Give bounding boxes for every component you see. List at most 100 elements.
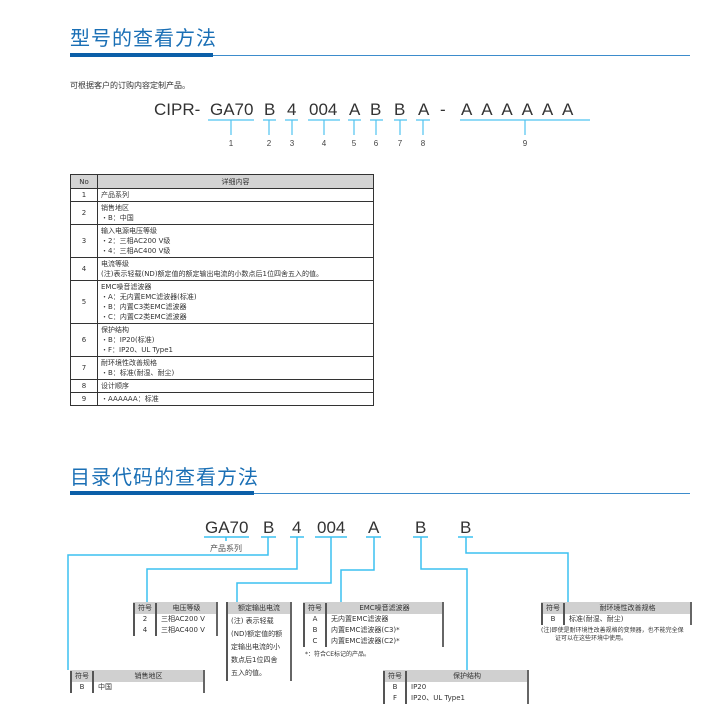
detail-line: ・B：IP20(标准)	[101, 336, 155, 344]
row-number: 7	[70, 356, 98, 380]
code-number: 3	[289, 139, 295, 148]
emc-title: EMC噪音滤波器	[359, 603, 410, 612]
code-number: 2	[266, 139, 272, 148]
row-number: 3	[70, 224, 98, 258]
section1-subtitle: 可根据客户的订购内容定制产品。	[70, 81, 190, 90]
symbol-header: 符号	[383, 670, 407, 682]
current-line: 数点后1位四舍	[231, 656, 278, 664]
current-line: (ND)额定值的额	[231, 630, 283, 638]
symbol: B	[303, 625, 327, 636]
current-line: (注) 表示轻载	[231, 617, 274, 625]
catalog-seg-5: A	[368, 518, 380, 537]
description: 内置EMC滤波器(C3)*	[331, 626, 400, 634]
detail-line: ・B：内置C3类EMC滤波器	[101, 303, 187, 311]
col-header-no: No	[70, 174, 98, 189]
detail-line: ・4：三相AC400 V级	[101, 247, 171, 255]
detail-line: EMC噪音滤波器	[101, 283, 152, 291]
detail-line: 设计顺序	[101, 382, 129, 390]
detail-line: ・2：三相AC200 V级	[101, 237, 171, 245]
code-seg-3: 4	[287, 100, 297, 119]
col-header-detail: 详细内容	[97, 174, 374, 189]
description: 标准(耐湿、耐尘)	[569, 615, 624, 623]
detail-line: ・C：内置C2类EMC滤波器	[101, 313, 187, 321]
row-detail: 输入电源电压等级・2：三相AC200 V级・4：三相AC400 V级	[97, 224, 374, 258]
row-number: 2	[70, 201, 98, 225]
code-dash: -	[440, 100, 446, 119]
emc-row: A 无内置EMC滤波器	[303, 614, 442, 625]
voltage-header: 符号 电压等级	[133, 602, 216, 614]
row-number: 1	[70, 188, 98, 202]
row-detail: EMC噪音滤波器・A：无内置EMC滤波器(标准)・B：内置C3类EMC滤波器・C…	[97, 280, 374, 324]
code-seg-6: B	[370, 100, 382, 119]
description: IP20	[411, 683, 427, 691]
catalog-seg-7: B	[460, 518, 472, 537]
code-number: 9	[522, 139, 528, 148]
code-seg-5: A	[349, 100, 361, 119]
emc-note: *：符合CE标记的产品。	[305, 651, 370, 658]
detail-line: 保护结构	[101, 326, 129, 334]
code-number: 4	[321, 139, 327, 148]
description: 中国	[98, 683, 112, 691]
symbol: C	[303, 636, 327, 647]
code-number: 6	[373, 139, 379, 148]
row-detail: 产品系列	[97, 188, 374, 202]
current-line: 定输出电流的小	[231, 643, 280, 651]
code-prefix: CIPR-	[154, 100, 201, 119]
description: 无内置EMC滤波器	[331, 615, 389, 623]
row-detail: 电流等级(注)表示轻载(ND)额定值的额定输出电流的小数点后1位四舍五入的值。	[97, 257, 374, 281]
section1-title: 型号的查看方法	[70, 26, 217, 50]
row-number: 5	[70, 280, 98, 324]
symbol: B	[383, 682, 407, 693]
row-number: 6	[70, 323, 98, 357]
code-seg-2: B	[264, 100, 276, 119]
row-detail: ・AAAAAA：标准	[97, 392, 374, 406]
symbol-header: 符号	[133, 602, 157, 614]
table-row: 9・AAAAAA：标准	[70, 392, 374, 406]
detail-line: 销售地区	[101, 204, 129, 212]
catalog-seg-2: B	[263, 518, 275, 537]
catalog-seg-3: 4	[292, 518, 302, 537]
detail-line: ・B：中国	[101, 214, 134, 222]
row-detail: 销售地区・B：中国	[97, 201, 374, 225]
row-number: 8	[70, 379, 98, 393]
symbol: 2	[133, 614, 157, 625]
catalog-seg-1: GA70	[205, 518, 249, 537]
code-number: 5	[351, 139, 357, 148]
detail-line: 耐环境性改善规格	[101, 359, 157, 367]
series-label: 产品系列	[210, 544, 242, 553]
detail-line: ・B：标准(耐湿、耐尘)	[101, 369, 175, 377]
env-header: 符号耐环境性改善规格	[541, 602, 690, 614]
symbol: A	[303, 614, 327, 625]
row-detail: 设计顺序	[97, 379, 374, 393]
code-number: 8	[420, 139, 426, 148]
catalog-seg-6: B	[415, 518, 427, 537]
description: 三相AC200 V	[161, 615, 205, 623]
voltage-title: 电压等级	[172, 603, 201, 612]
protection-row: B IP20	[383, 682, 527, 693]
detail-line: 产品系列	[101, 191, 129, 199]
region-header: 符号销售地区	[70, 670, 203, 682]
row-number: 4	[70, 257, 98, 281]
code-number: 1	[228, 139, 234, 148]
description: IP20、UL Type1	[411, 694, 465, 702]
detail-line: ・F：IP20、UL Type1	[101, 346, 173, 354]
